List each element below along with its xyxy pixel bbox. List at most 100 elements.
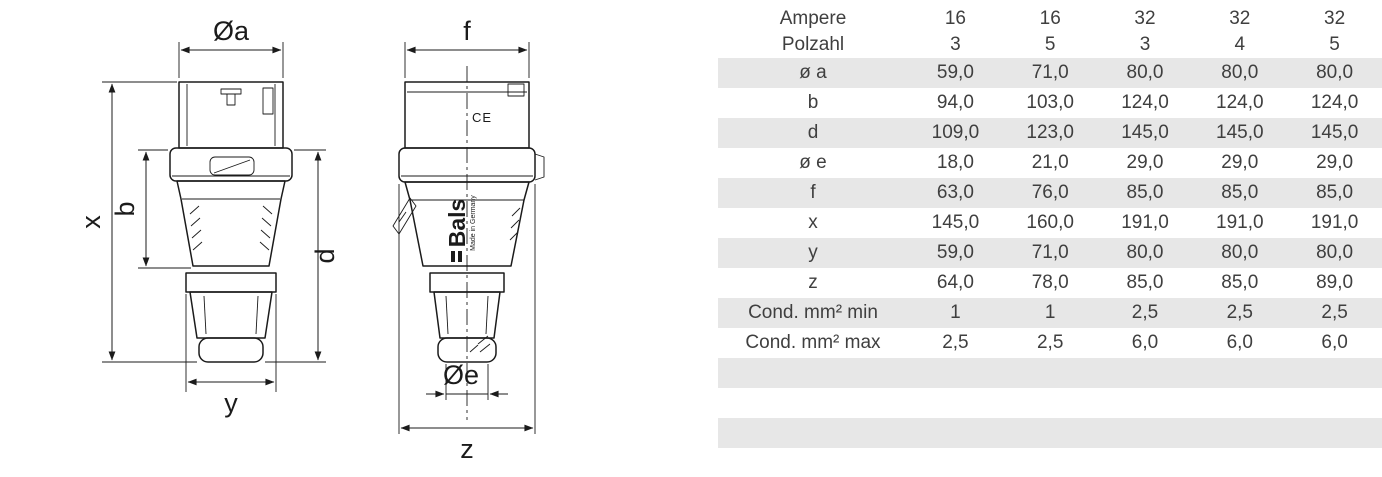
latch-detail [209, 156, 255, 176]
value-cell: 71,0 [1031, 62, 1069, 83]
ce-mark: CE [472, 110, 492, 125]
technical-drawing-area: Øa x b d [76, 16, 545, 464]
value-cell: 160,0 [1026, 212, 1074, 233]
empty-row [718, 418, 1382, 448]
value-cell: 6,0 [1321, 332, 1348, 353]
dim-f: f [404, 16, 530, 78]
value-cell: 80,0 [1126, 242, 1164, 263]
value-cell: 59,0 [936, 242, 974, 263]
keyway-symbol [220, 88, 242, 95]
empty-row [718, 388, 1382, 418]
brand-subtext: Made in Germany [470, 195, 477, 251]
polzahl-value: 5 [1044, 34, 1056, 55]
value-cell: 18,0 [936, 152, 974, 173]
value-cell: 85,0 [1221, 272, 1259, 293]
front-collar-outline [185, 272, 277, 293]
value-cell: 145,0 [931, 212, 980, 233]
value-cell: 145,0 [1121, 122, 1169, 143]
dim-label-x: x [76, 215, 106, 229]
dim-label-b: b [110, 201, 140, 216]
value-cell: 2,5 [1226, 302, 1253, 323]
value-cell: 145,0 [1216, 122, 1264, 143]
row-label-cell: Cond. mm² max [745, 332, 881, 353]
value-cell: 29,0 [1221, 152, 1259, 173]
polzahl-value: 5 [1329, 34, 1340, 55]
side-gland-hatch [469, 335, 491, 353]
table-row: d 109,0 123,0 145,0 145,0 145,0 [718, 118, 1382, 148]
value-cell: 85,0 [1316, 182, 1354, 203]
side-gland-cap-outline [437, 337, 497, 363]
polzahl-value: 3 [1139, 34, 1151, 55]
polzahl-value: 3 [950, 34, 961, 55]
row-label-cell: Cond. mm² min [748, 302, 878, 323]
value-cell: 80,0 [1126, 62, 1164, 83]
row-label-cell: ø a [799, 62, 827, 83]
value-cell: 103,0 [1026, 92, 1074, 113]
polzahl-header-label: Polzahl [781, 34, 845, 55]
row-label-cell: d [807, 122, 819, 143]
value-cell: 123,0 [1026, 122, 1074, 143]
value-cell: 78,0 [1031, 272, 1069, 293]
dimension-table-footer [718, 358, 1382, 448]
value-cell: 85,0 [1126, 182, 1164, 203]
value-cell: 109,0 [931, 122, 980, 143]
brand-logo: Bals Made in Germany [444, 195, 477, 262]
front-grip-outline [176, 180, 286, 267]
ampere-value: 16 [1039, 8, 1061, 29]
value-cell: 29,0 [1316, 152, 1354, 173]
value-cell: 80,0 [1316, 62, 1354, 83]
table-row: ø e 18,0 21,0 29,0 29,0 29,0 [718, 148, 1382, 178]
side-view: CE Bals Made in Germany [392, 16, 545, 464]
dim-label-d: d [310, 248, 340, 263]
value-cell: 2,5 [1036, 332, 1064, 353]
value-cell: 76,0 [1031, 182, 1069, 203]
dim-oa: Øa [178, 16, 284, 78]
dim-label-oa: Øa [213, 16, 250, 46]
value-cell: 191,0 [1121, 212, 1169, 233]
dimension-table-area: Ampere 16 16 32 32 32 Polzahl 3 5 3 4 5 … [718, 6, 1382, 448]
value-cell: 29,0 [1126, 152, 1164, 173]
ampere-header-label: Ampere [779, 8, 847, 29]
value-cell: 2,5 [942, 332, 969, 353]
row-label-cell: x [808, 212, 818, 233]
value-cell: 94,0 [936, 92, 974, 113]
row-label-cell: f [810, 182, 816, 203]
value-cell: 6,0 [1131, 332, 1159, 353]
value-cell: 2,5 [1131, 302, 1159, 323]
row-label-cell: z [808, 272, 818, 293]
value-cell: 21,0 [1031, 152, 1069, 173]
value-cell: 2,5 [1321, 302, 1348, 323]
dim-y: y [185, 294, 277, 418]
value-cell: 85,0 [1126, 272, 1164, 293]
plug-technical-drawing: Øa x b d [76, 16, 545, 464]
value-cell: 124,0 [1216, 92, 1264, 113]
value-cell: 59,0 [936, 62, 974, 83]
dim-b: b [110, 149, 191, 269]
front-gland-outline [189, 291, 273, 339]
dim-label-y: y [224, 388, 238, 418]
value-cell: 145,0 [1310, 122, 1359, 143]
value-cell: 71,0 [1031, 242, 1069, 263]
value-cell: 124,0 [1121, 92, 1169, 113]
empty-row [718, 358, 1382, 388]
dimension-table: Ampere 16 16 32 32 32 Polzahl 3 5 3 4 5 … [718, 6, 1382, 448]
brand-name: Bals [444, 199, 470, 248]
value-cell: 124,0 [1310, 92, 1359, 113]
row-label-cell: ø e [799, 152, 827, 173]
front-cap-outline [178, 81, 284, 149]
value-cell: 191,0 [1216, 212, 1264, 233]
table-row-ampere: Ampere 16 16 32 32 32 [718, 6, 1382, 32]
front-gland-cap-outline [198, 337, 264, 363]
ampere-value: 32 [1324, 8, 1346, 29]
side-gland-outline [433, 291, 501, 339]
dim-z: z [398, 184, 536, 464]
dim-oe: Øe [426, 360, 508, 400]
front-view: Øa x b d [76, 16, 340, 418]
value-cell: 80,0 [1316, 242, 1354, 263]
